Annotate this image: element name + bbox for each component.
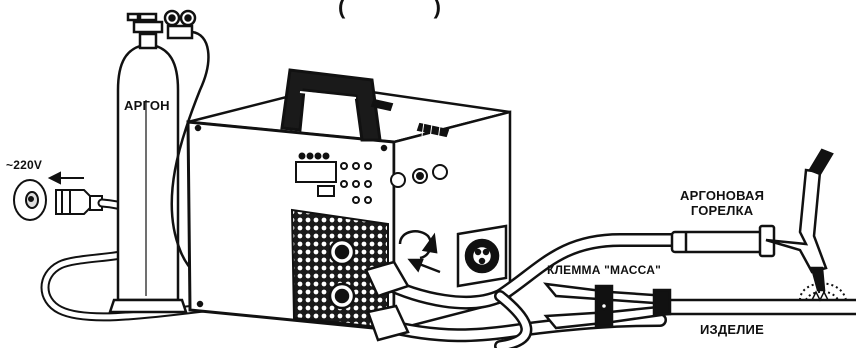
power-plug-icon — [14, 180, 102, 220]
gas-cylinder-icon — [110, 11, 195, 312]
torch-label-line1: АРГОНОВАЯ — [680, 188, 764, 203]
ground-clamp-label: КЛЕММА "МАССА" — [547, 263, 661, 278]
workpiece-label: ИЗДЕЛИЕ — [700, 322, 764, 337]
argon-label: АРГОН — [124, 98, 170, 113]
torch-label: АРГОНОВАЯ ГОРЕЛКА — [680, 188, 764, 218]
torch-label-line2: ГОРЕЛКА — [680, 203, 764, 218]
voltage-label: ~220V — [6, 158, 42, 173]
insert-arrow-icon — [50, 173, 84, 183]
tig-torch-icon — [672, 150, 832, 290]
torch-connector — [458, 226, 506, 286]
